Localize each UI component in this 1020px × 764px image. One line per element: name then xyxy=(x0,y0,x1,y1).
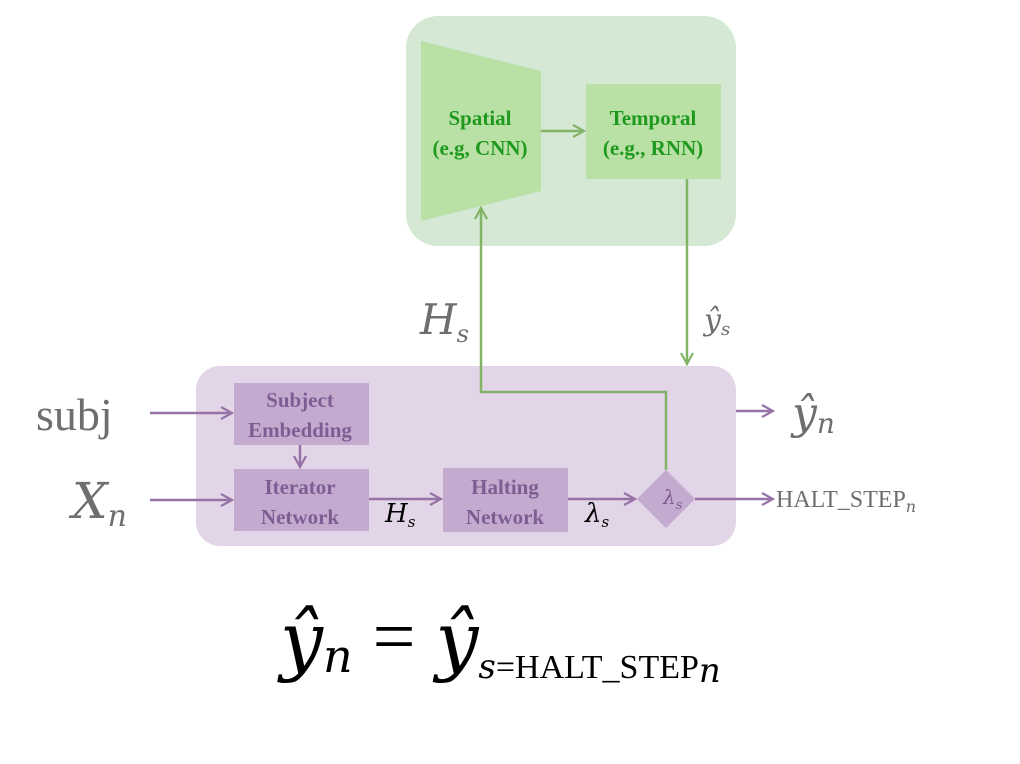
h-s-feedback-label: Hs xyxy=(419,295,469,348)
halting-network-label-2: Network xyxy=(466,505,544,529)
subj-input-label: subj xyxy=(36,389,113,440)
halting-decision-node: λs xyxy=(637,470,695,528)
halt-step-output-label: HALT_STEPn xyxy=(776,487,916,516)
temporal-rect xyxy=(586,84,721,179)
y-hat-s-label: ŷs xyxy=(702,303,730,340)
subject-embedding-label-1: Subject xyxy=(266,388,334,412)
subject-embedding-rect xyxy=(234,383,369,445)
spatial-trapezoid xyxy=(421,41,541,221)
halting-network-block: Halting Network xyxy=(443,468,568,532)
temporal-label-2: (e.g., RNN) xyxy=(603,136,703,160)
y-hat-n-output-label: ŷn xyxy=(790,388,835,440)
temporal-block: Temporal (e.g., RNN) xyxy=(586,84,721,179)
halting-node-label: λs xyxy=(662,485,683,513)
spatial-block: Spatial (e.g, CNN) xyxy=(421,41,541,221)
halting-network-label-1: Halting xyxy=(471,475,539,499)
iterator-network-label-2: Network xyxy=(261,505,339,529)
halting-diamond xyxy=(637,470,695,528)
iterator-network-rect xyxy=(234,469,369,531)
xn-input-label: Xn xyxy=(68,472,127,534)
subject-embedding-label-2: Embedding xyxy=(248,418,352,442)
spatial-label-2: (e.g, CNN) xyxy=(432,136,527,160)
iterator-network-block: Iterator Network xyxy=(234,469,369,531)
h-s-edge-label: Hs xyxy=(384,499,416,531)
iterator-network-label-1: Iterator xyxy=(264,475,335,499)
halting-equation: ŷn=ŷs=HALT_STEPn xyxy=(277,595,721,691)
h-s-to-spatial-arrow xyxy=(481,209,668,470)
temporal-label-1: Temporal xyxy=(610,106,697,130)
halting-network-rect xyxy=(443,468,568,532)
lambda-s-edge-label: λs xyxy=(584,499,609,531)
subject-embedding-block: Subject Embedding xyxy=(234,383,369,445)
spatial-label-1: Spatial xyxy=(448,106,511,130)
